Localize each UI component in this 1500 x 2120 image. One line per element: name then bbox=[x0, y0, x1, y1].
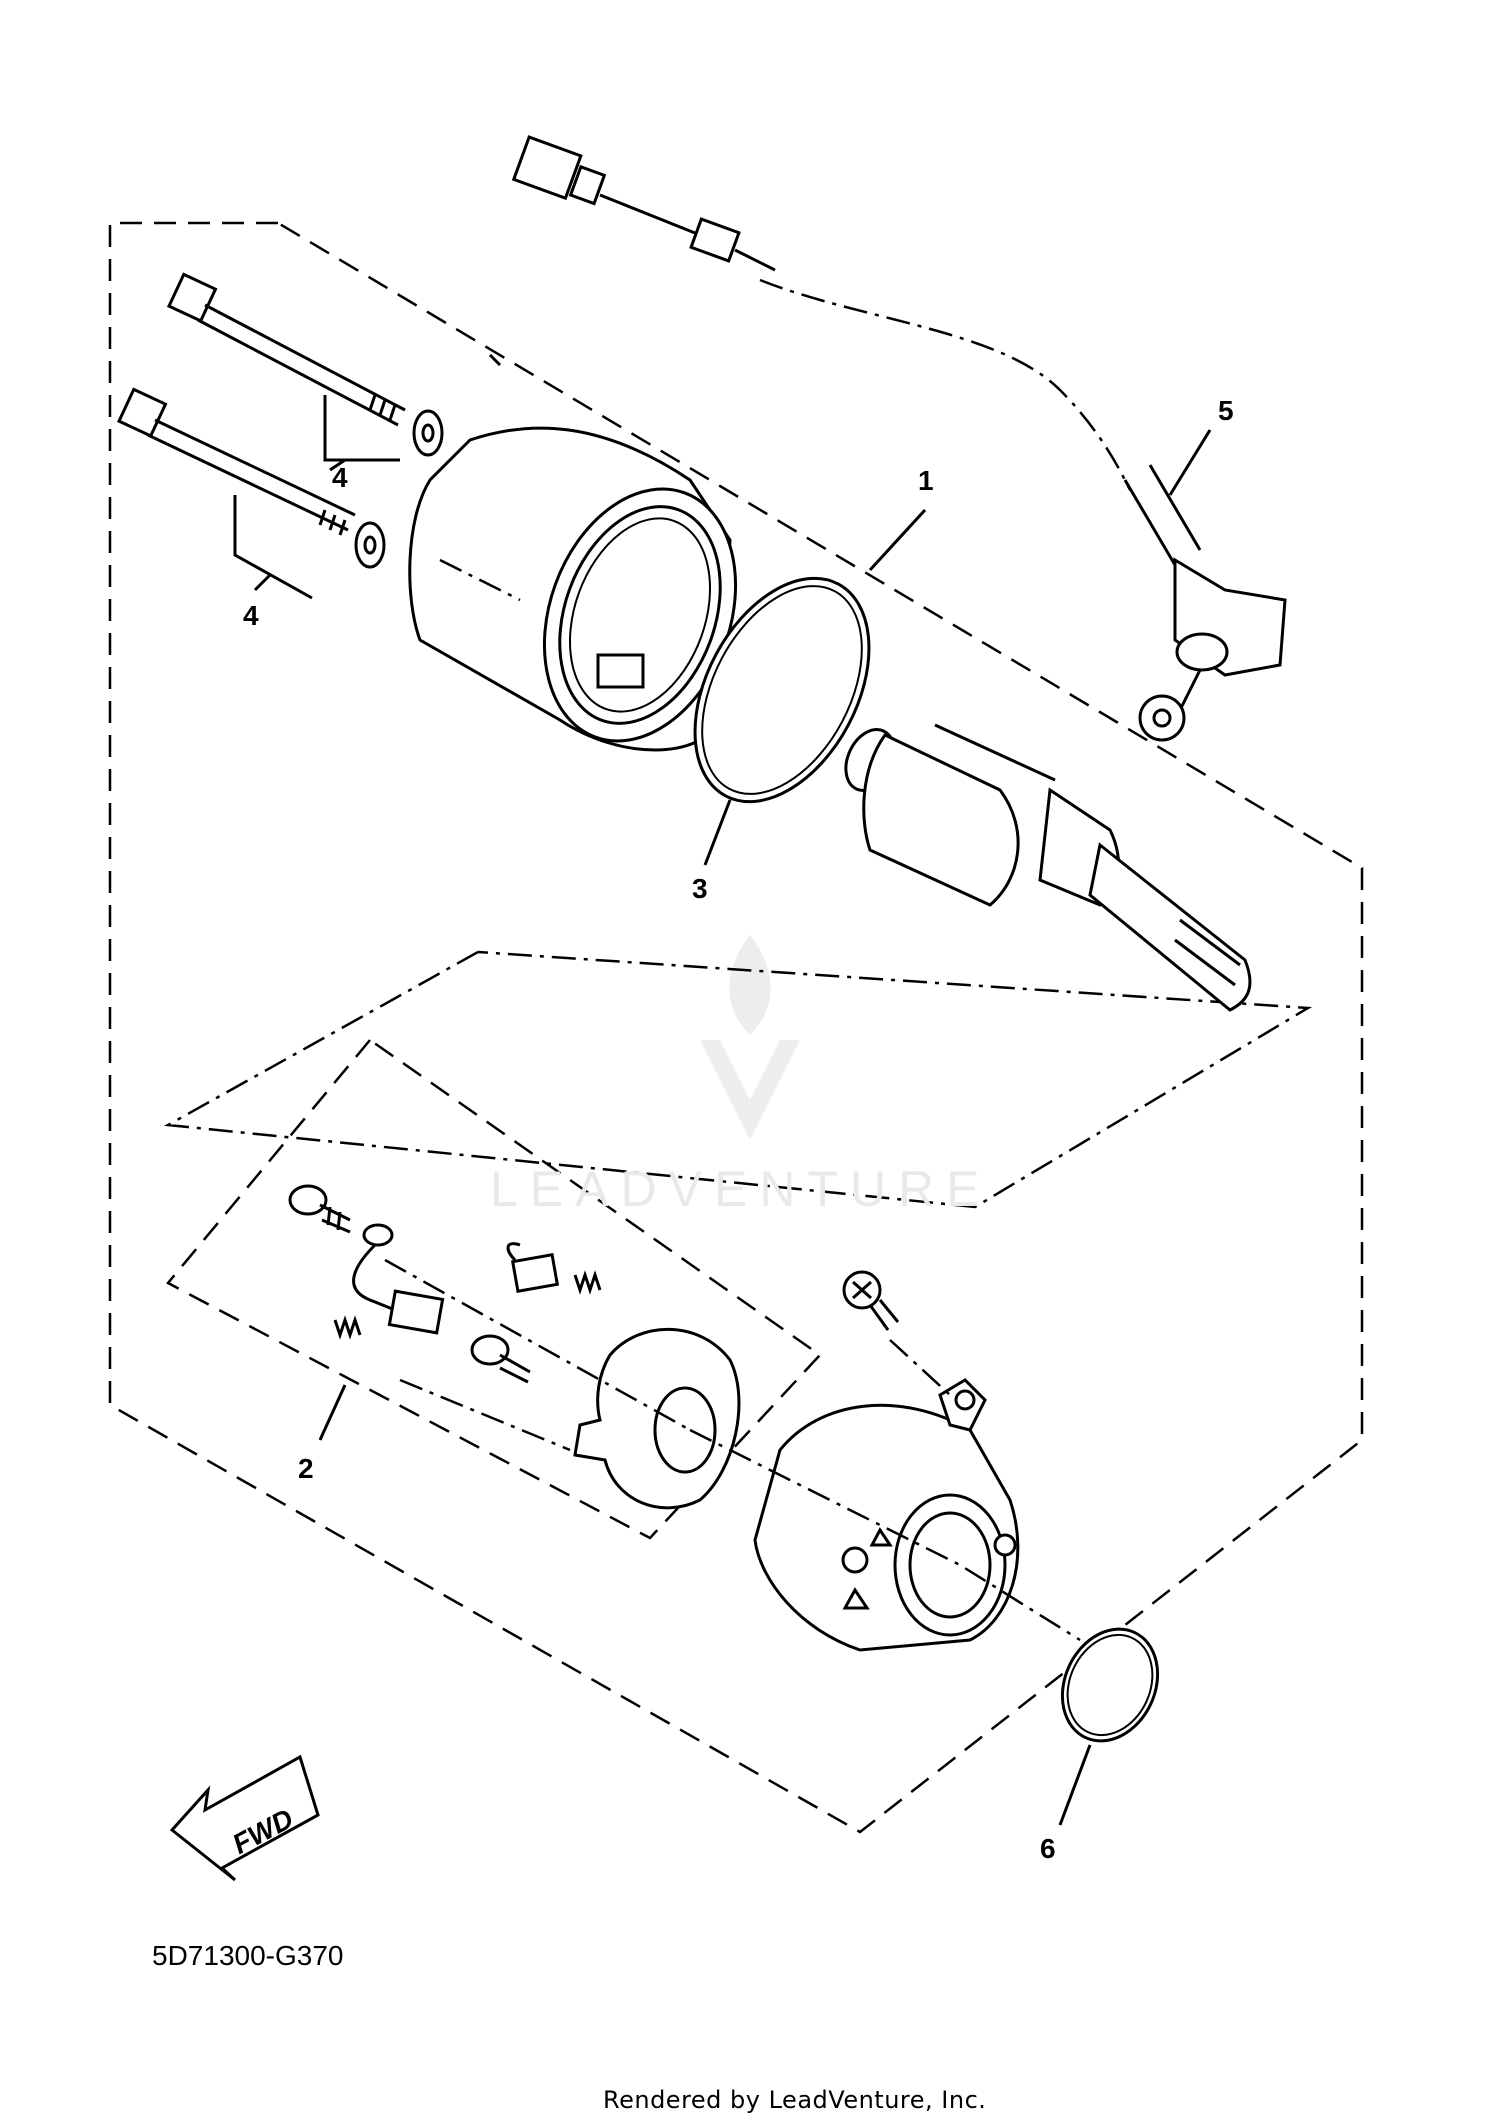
callout-4a: 4 bbox=[332, 462, 348, 493]
brush-screw-1 bbox=[288, 1184, 351, 1234]
brush-1 bbox=[387, 1289, 445, 1335]
watermark-logo bbox=[700, 935, 800, 1140]
lead-terminal-boot bbox=[1123, 464, 1287, 742]
through-bolt-lower bbox=[116, 387, 356, 536]
callout-bracket-4a bbox=[323, 395, 400, 462]
lead-wire-path bbox=[759, 278, 1132, 491]
brush-spring-1 bbox=[333, 1315, 362, 1340]
o-ring-6 bbox=[1060, 1627, 1160, 1743]
watermark-text: LEADVENTURE bbox=[490, 1161, 992, 1217]
axis-line-2 bbox=[384, 1258, 1081, 1642]
yoke-housing bbox=[408, 353, 738, 752]
armature bbox=[844, 723, 1252, 1012]
lead-connector bbox=[511, 135, 776, 272]
fwd-arrow: FWD bbox=[169, 1754, 320, 1882]
diagram-part-code: 5D71300-G370 bbox=[152, 1940, 344, 1971]
axis-line-1 bbox=[439, 558, 521, 602]
terminal-screw bbox=[842, 1270, 900, 1331]
assembly-boundary-1 bbox=[108, 221, 1364, 1834]
callout-leader-4a bbox=[329, 458, 346, 472]
callout-6: 6 bbox=[1040, 1833, 1056, 1864]
brush-2 bbox=[506, 1242, 560, 1293]
callout-leader-2 bbox=[318, 1384, 347, 1441]
axis-line-3 bbox=[889, 1339, 951, 1396]
callout-leader-1 bbox=[868, 508, 927, 572]
assembly-boundary-2 bbox=[166, 1038, 822, 1540]
callout-leader-5 bbox=[1168, 429, 1212, 496]
through-bolt-upper bbox=[166, 272, 406, 427]
callout-2: 2 bbox=[298, 1453, 314, 1484]
front-bracket bbox=[753, 1378, 1020, 1652]
rendered-by-footer: Rendered by LeadVenture, Inc. bbox=[603, 2086, 987, 2114]
callout-4b: 4 bbox=[243, 600, 259, 631]
callout-5: 5 bbox=[1218, 395, 1234, 426]
washer-lower bbox=[354, 521, 386, 569]
callout-1: 1 bbox=[918, 465, 934, 496]
o-ring-3 bbox=[693, 576, 871, 804]
brush-holder bbox=[573, 1327, 741, 1510]
brush-screw-2 bbox=[470, 1334, 531, 1384]
brush-spring-2 bbox=[573, 1270, 602, 1295]
callout-leader-6 bbox=[1058, 1744, 1092, 1826]
callout-leader-4b bbox=[253, 573, 272, 592]
washer-upper bbox=[412, 409, 444, 457]
assembly-boundary-inner bbox=[163, 950, 1313, 1209]
callout-leader-3 bbox=[703, 799, 732, 866]
brush-washer bbox=[352, 1223, 396, 1312]
callout-3: 3 bbox=[692, 873, 708, 904]
callout-bracket-4b bbox=[233, 495, 313, 600]
